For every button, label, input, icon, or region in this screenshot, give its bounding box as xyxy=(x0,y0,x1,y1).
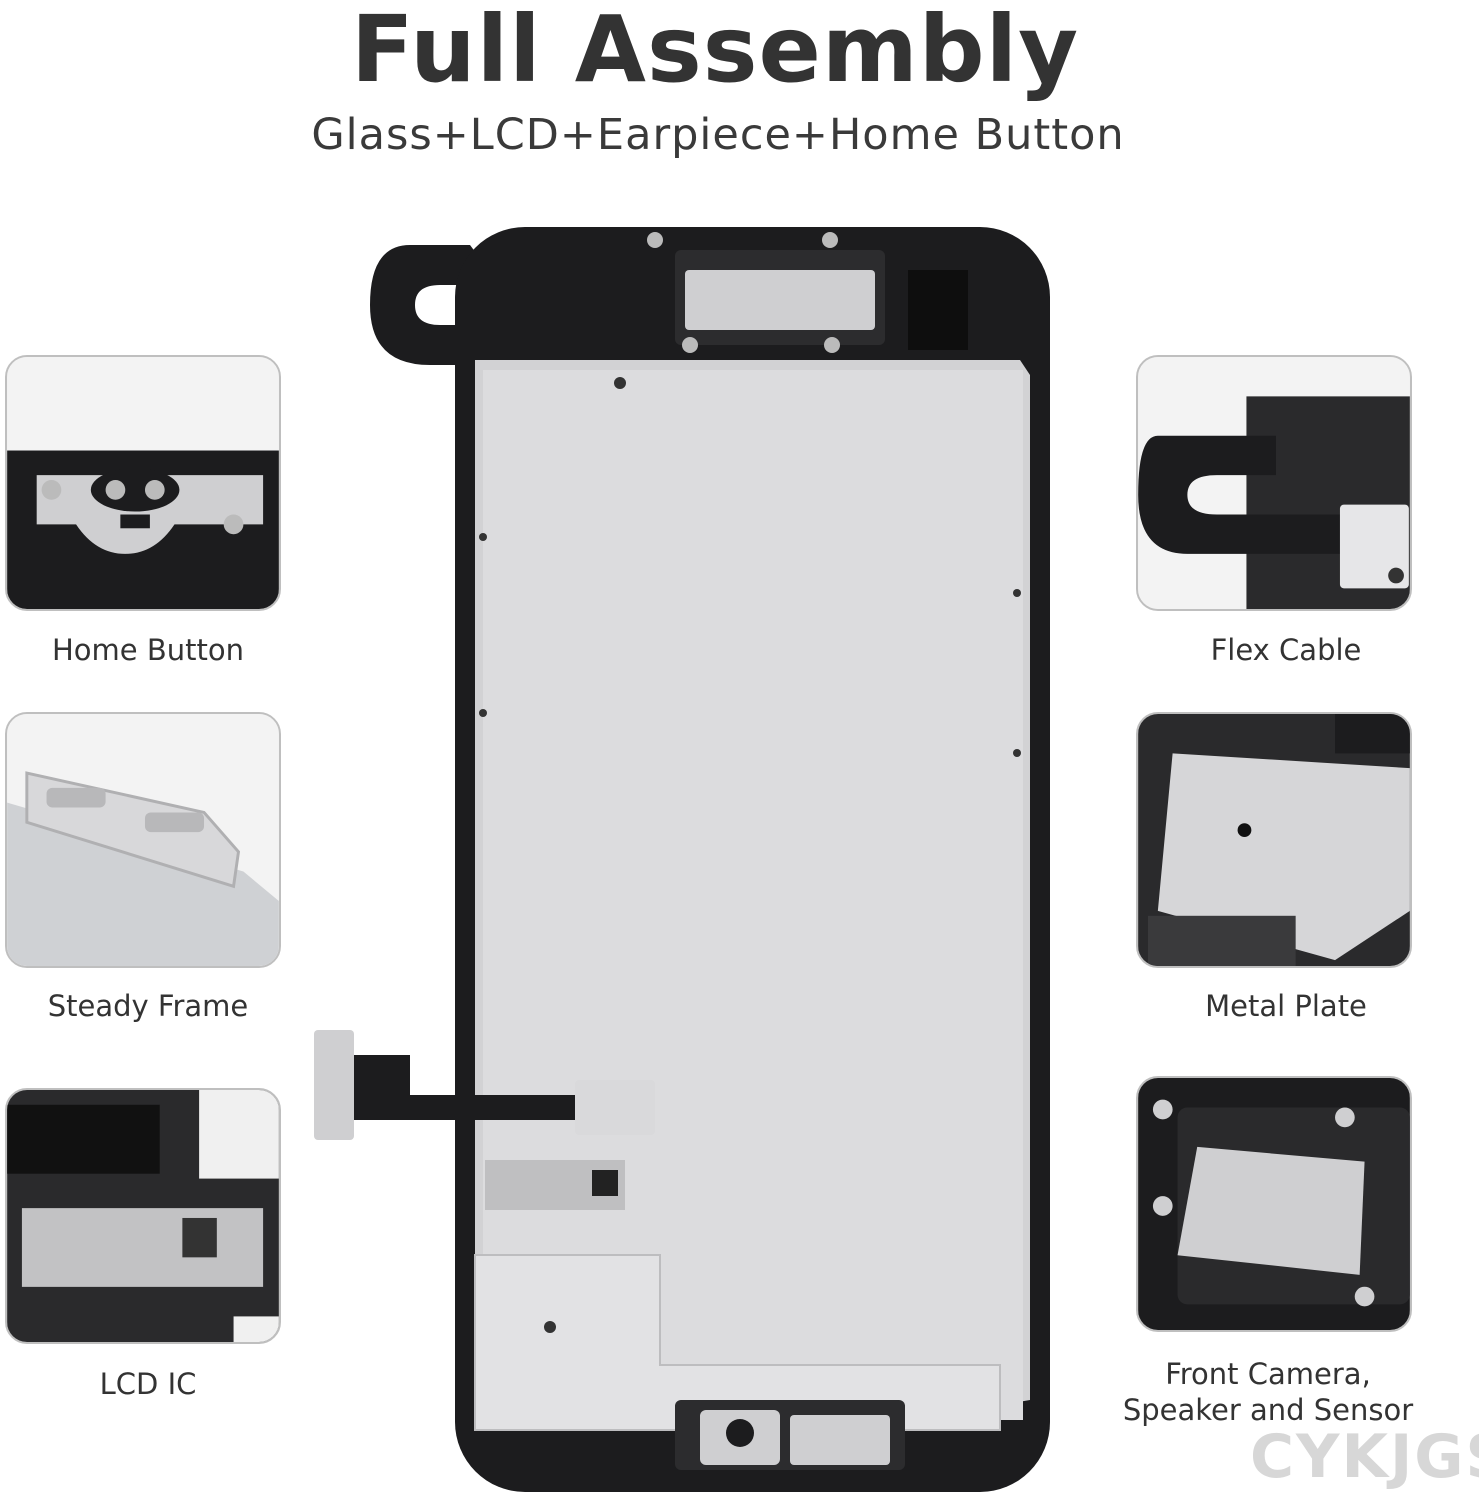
caption-line-1: Front Camera, xyxy=(1165,1357,1371,1391)
steady-frame-caption: Steady Frame xyxy=(47,989,249,1023)
page-title: Full Assembly xyxy=(350,0,1080,103)
steady-frame-thumbnail xyxy=(5,712,281,968)
phone-assembly-image xyxy=(300,215,1060,1492)
flex-cable-thumbnail xyxy=(1136,355,1412,611)
metal-plate-thumbnail xyxy=(1136,712,1412,968)
front-camera-speaker-sensor-thumbnail xyxy=(1136,1076,1412,1332)
lcd-ic-thumbnail xyxy=(5,1088,281,1344)
page-subtitle: Glass+LCD+Earpiece+Home Button xyxy=(311,110,1125,160)
home-button-caption: Home Button xyxy=(52,633,244,667)
caption-line-2: Speaker and Sensor xyxy=(1122,1393,1414,1427)
lcd-ic-caption: LCD IC xyxy=(99,1367,197,1401)
metal-plate-caption: Metal Plate xyxy=(1205,989,1367,1023)
home-button-thumbnail xyxy=(5,355,281,611)
front-camera-speaker-sensor-caption: Front Camera, Speaker and Sensor xyxy=(1108,1356,1428,1428)
flex-cable-caption: Flex Cable xyxy=(1210,633,1362,667)
brand-watermark: CYKJGS xyxy=(1250,1422,1479,1492)
